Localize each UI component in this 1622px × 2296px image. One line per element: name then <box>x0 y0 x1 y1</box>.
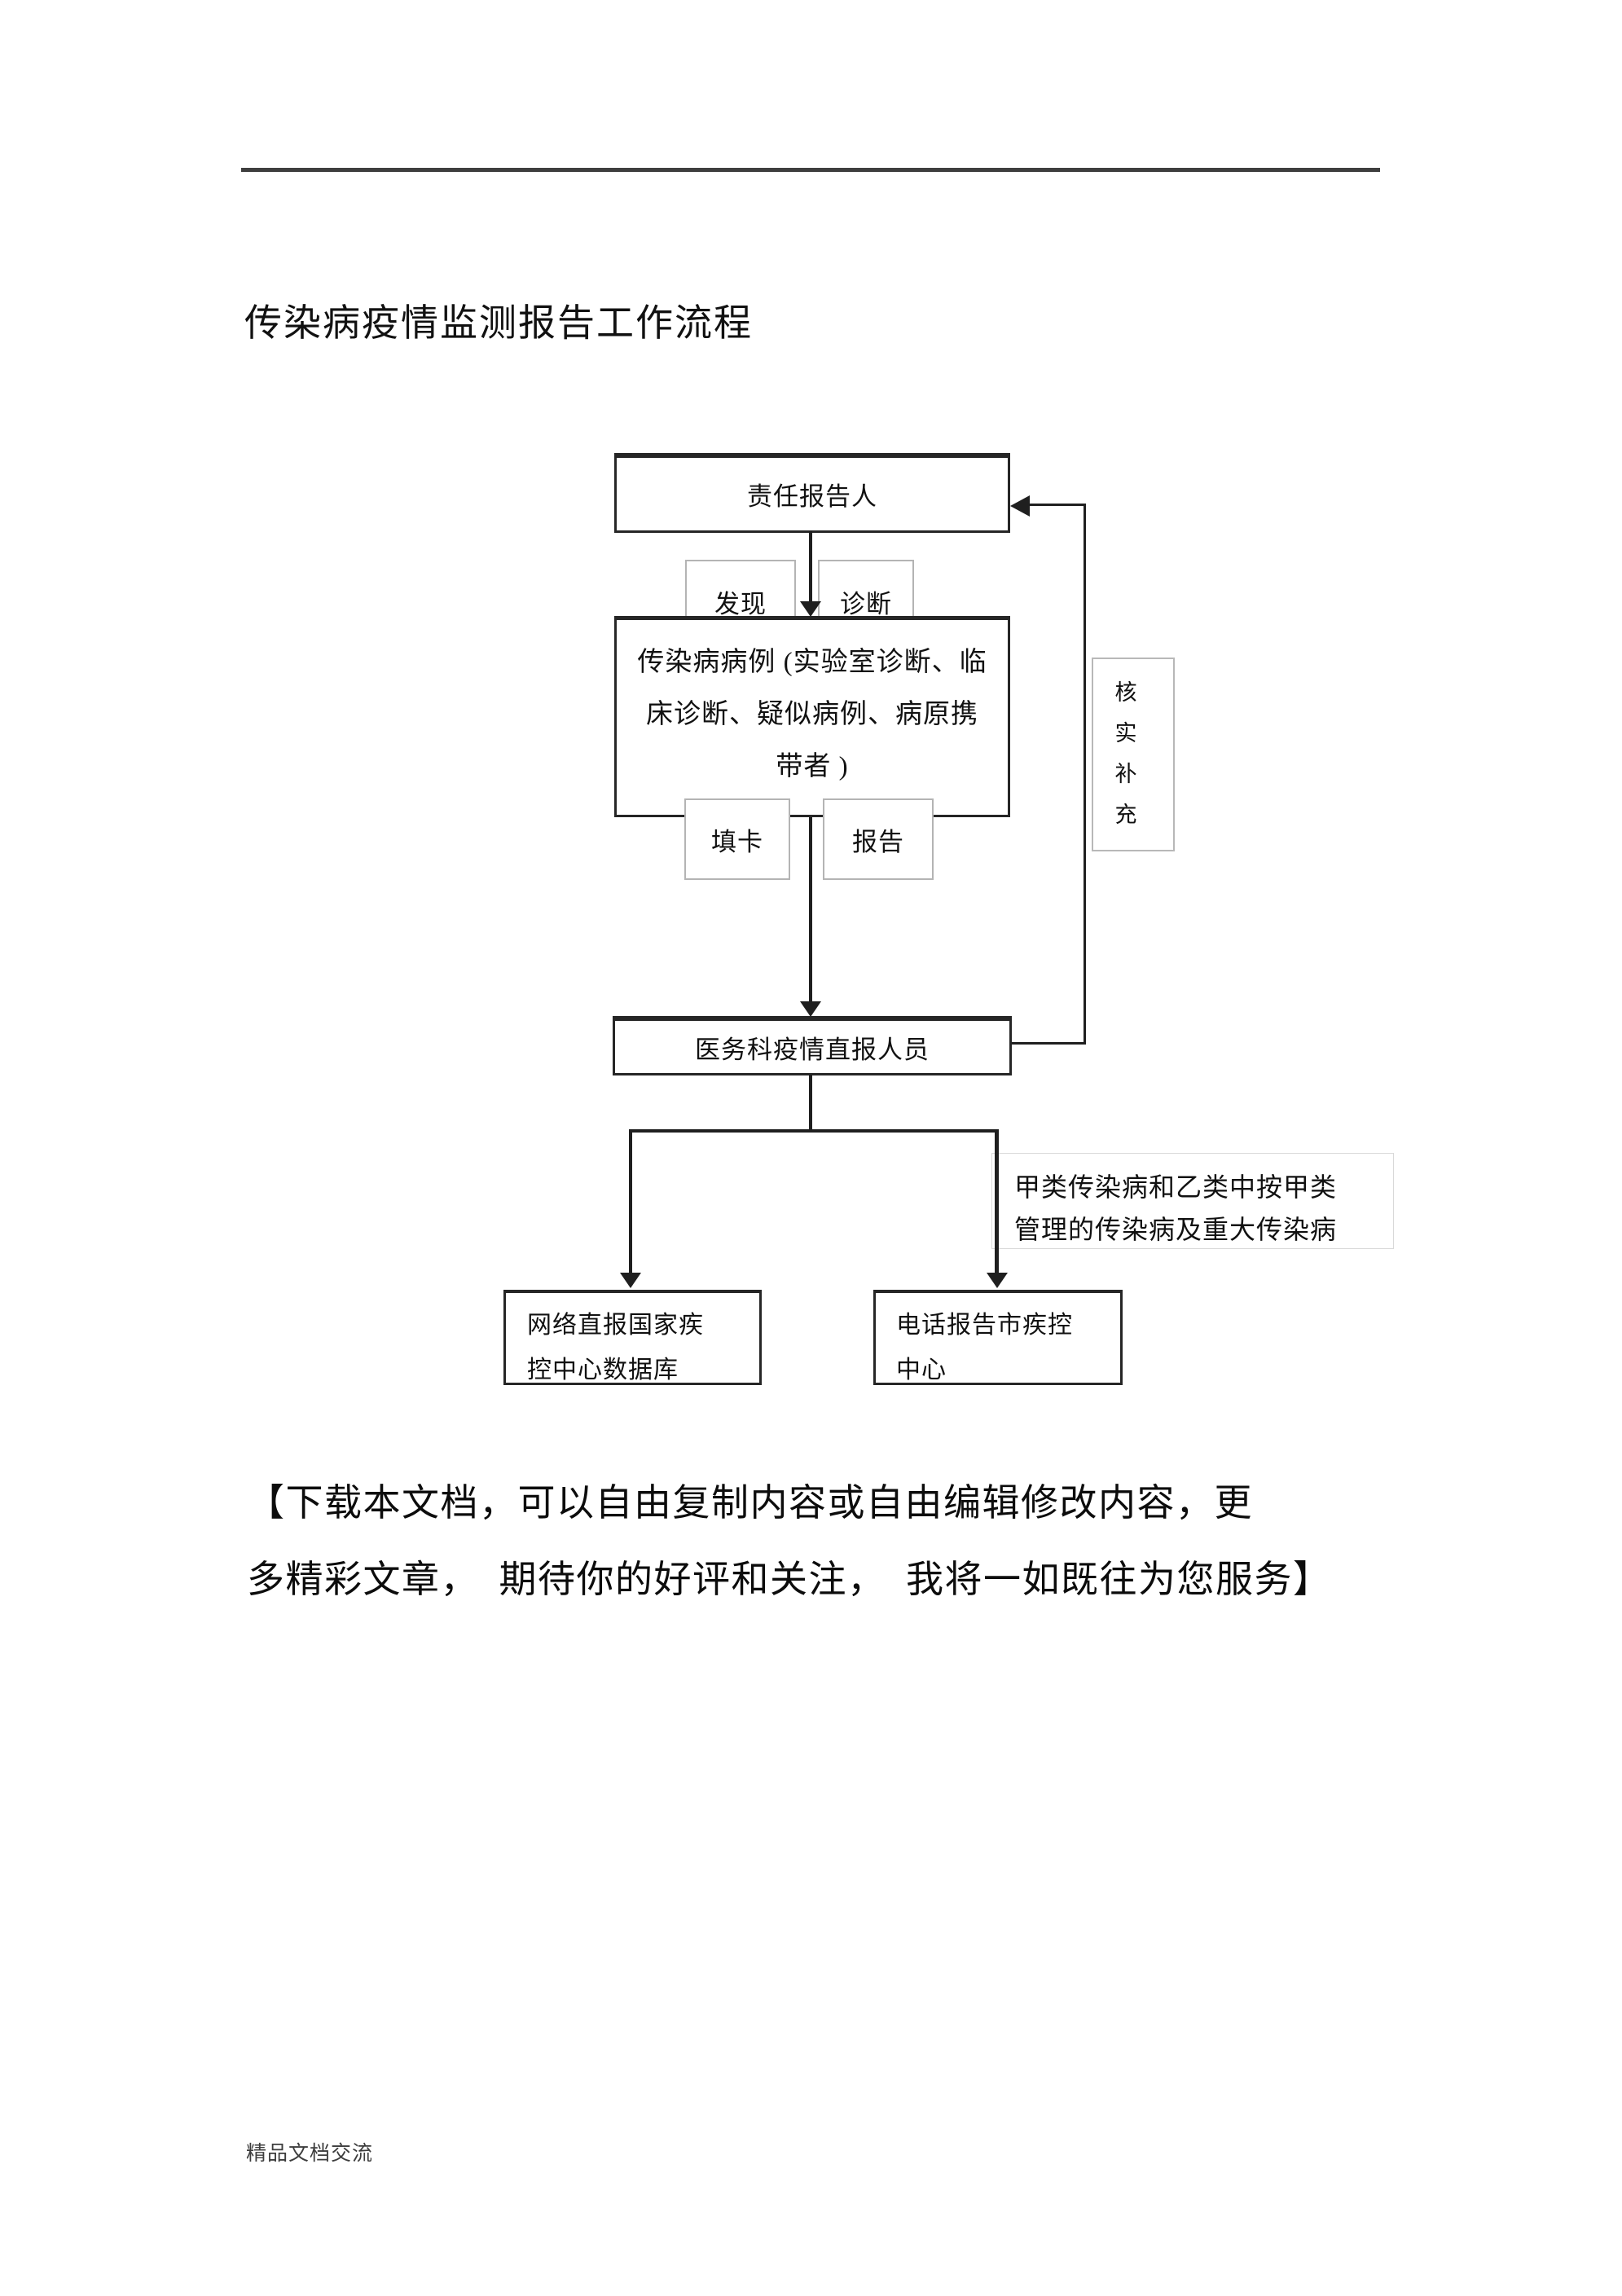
connector-branch-right <box>995 1129 999 1274</box>
promo-line1: 【下载本文档，可以自由复制内容或自由编辑修改内容，更 <box>247 1482 1253 1524</box>
phone-report-box: 电话报告市疾控 中心 <box>873 1290 1123 1385</box>
case-box-line1: 传染病病例 (实验室诊断、临 <box>637 648 987 677</box>
arrowhead-down-icon <box>800 601 821 617</box>
edge-label-fillcard-box: 填卡 <box>684 798 790 880</box>
connector-case-to-medical <box>809 817 812 1003</box>
case-box-line3: 带者 ) <box>776 752 849 781</box>
connector-branch-left <box>629 1129 632 1274</box>
verify-char-4: 充 <box>1114 803 1137 827</box>
page-footer: 精品文档交流 <box>246 2143 374 2165</box>
edge-label-report-box: 报告 <box>823 798 934 880</box>
edge-label-report: 报告 <box>852 827 904 856</box>
arrowhead-down-icon <box>800 1001 821 1017</box>
edge-label-discover: 发现 <box>714 590 767 618</box>
category-note-box: 甲类传染病和乙类中按甲类 管理的传染病及重大传染病 <box>991 1153 1394 1249</box>
promo-paragraph: 【下载本文档，可以自由复制内容或自由编辑修改内容，更 多精彩文章， 期待你的好评… <box>247 1465 1332 1618</box>
top-rule <box>241 168 1380 172</box>
connector-reporter-to-case <box>809 531 812 603</box>
verify-char-2: 实 <box>1114 721 1137 746</box>
promo-line2: 多精彩文章， 期待你的好评和关注， 我将一如既往为您服务】 <box>247 1559 1332 1600</box>
verify-supplement-box: 核 实 补 充 <box>1092 658 1175 851</box>
phone-box-line2: 中心 <box>896 1357 947 1383</box>
category-note-line1: 甲类传染病和乙类中按甲类 <box>1014 1172 1338 1202</box>
connector-feedback-top <box>1028 504 1086 506</box>
network-box-line2: 控中心数据库 <box>527 1357 679 1383</box>
connector-feedback-vertical <box>1084 504 1086 1045</box>
verify-char-3: 补 <box>1114 762 1137 786</box>
page-title: 传染病疫情监测报告工作流程 <box>244 302 753 344</box>
case-box: 传染病病例 (实验室诊断、临 床诊断、疑似病例、病原携 带者 ) <box>614 616 1010 817</box>
reporter-box-label: 责任报告人 <box>747 482 877 511</box>
arrowhead-down-icon <box>987 1273 1008 1288</box>
medical-box-label: 医务科疫情直报人员 <box>695 1035 930 1064</box>
medical-box: 医务科疫情直报人员 <box>613 1016 1012 1075</box>
arrowhead-down-icon <box>620 1273 641 1288</box>
network-box-line1: 网络直报国家疾 <box>527 1312 704 1339</box>
network-report-box: 网络直报国家疾 控中心数据库 <box>503 1290 762 1385</box>
arrowhead-left-icon <box>1010 495 1030 517</box>
phone-box-line1: 电话报告市疾控 <box>896 1312 1073 1339</box>
category-note-line2: 管理的传染病及重大传染病 <box>1014 1215 1338 1244</box>
connector-medical-stem <box>809 1075 812 1132</box>
reporter-box: 责任报告人 <box>614 453 1010 533</box>
connector-feedback-bottom <box>1012 1042 1086 1045</box>
case-box-line2: 床诊断、疑似病例、病原携 <box>646 700 978 729</box>
edge-label-diagnose: 诊断 <box>840 590 892 618</box>
edge-label-fillcard: 填卡 <box>711 827 763 856</box>
verify-char-1: 核 <box>1114 680 1137 705</box>
connector-branch-horizontal <box>629 1129 999 1133</box>
